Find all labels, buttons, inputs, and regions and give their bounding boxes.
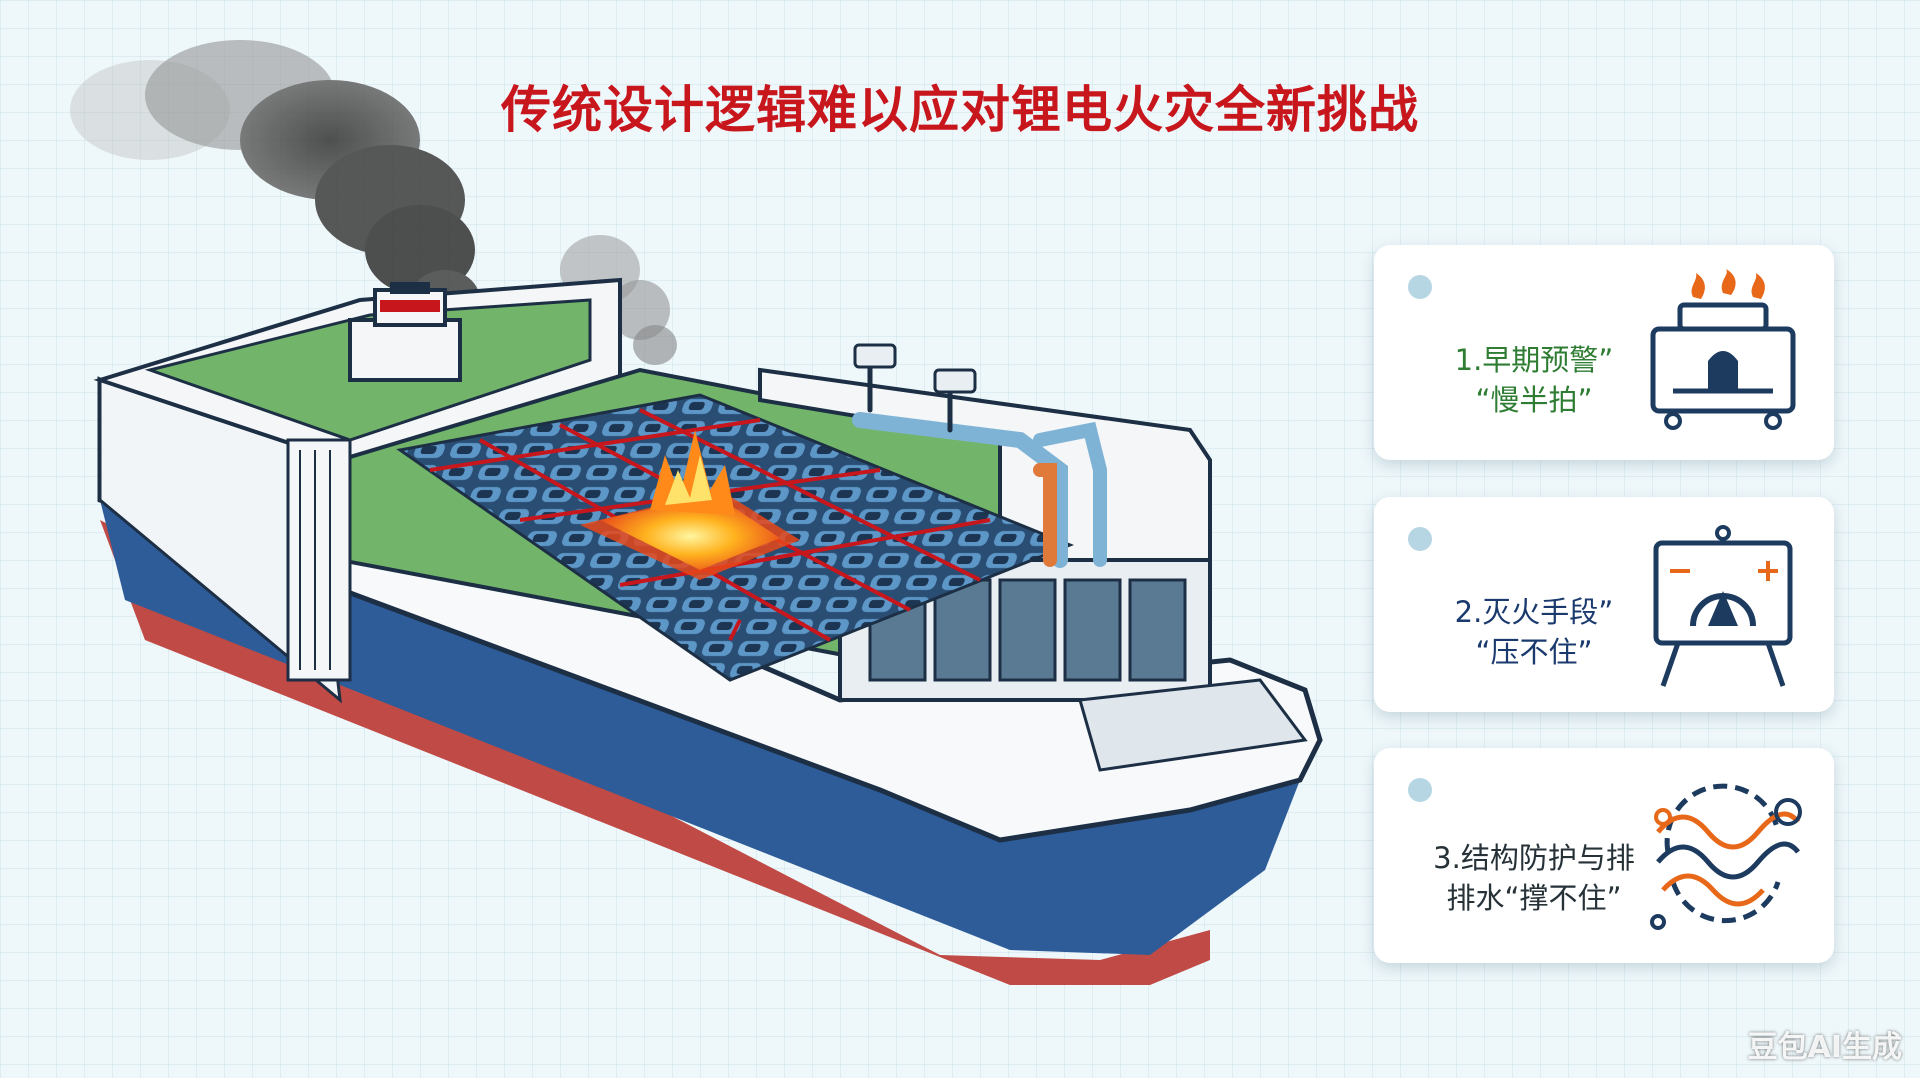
card-line: “压不住”	[1475, 635, 1593, 669]
hull-tower	[286, 438, 352, 682]
battery-fire	[580, 430, 800, 580]
ship-funnel	[348, 282, 462, 382]
warning-card-early-detection: 1.早期预警” “慢半拍”	[1374, 245, 1834, 460]
card-text: 3.结构防护与排 排水“撑不住”	[1394, 838, 1674, 918]
fire-board-icon	[1653, 525, 1793, 687]
sprinkler-pipes	[852, 357, 1107, 568]
burner-alarm-icon	[1650, 269, 1796, 430]
card-text: 1.早期预警” “慢半拍”	[1394, 340, 1674, 420]
card-line: “慢半拍”	[1475, 383, 1593, 417]
card-dot	[1408, 527, 1432, 551]
card-dot	[1408, 778, 1432, 802]
card-line: 排水“撑不住”	[1446, 881, 1622, 915]
page-title: 传统设计逻辑难以应对锂电火灾全新挑战	[501, 81, 1419, 139]
card-line: 1.早期预警”	[1454, 343, 1614, 377]
camera-icon	[853, 343, 977, 394]
warning-card-structure-drainage: 3.结构防护与排 排水“撑不住”	[1374, 748, 1834, 963]
water-waves-icon	[1650, 783, 1802, 930]
ai-watermark: 豆包AI生成	[1747, 1030, 1902, 1065]
card-dot	[1408, 275, 1432, 299]
card-text: 2.灭火手段” “压不住”	[1394, 592, 1674, 672]
card-line: 2.灭火手段”	[1454, 595, 1614, 629]
warning-card-extinguishing: 2.灭火手段” “压不住”	[1374, 497, 1834, 712]
card-line: 3.结构防护与排	[1433, 841, 1635, 875]
